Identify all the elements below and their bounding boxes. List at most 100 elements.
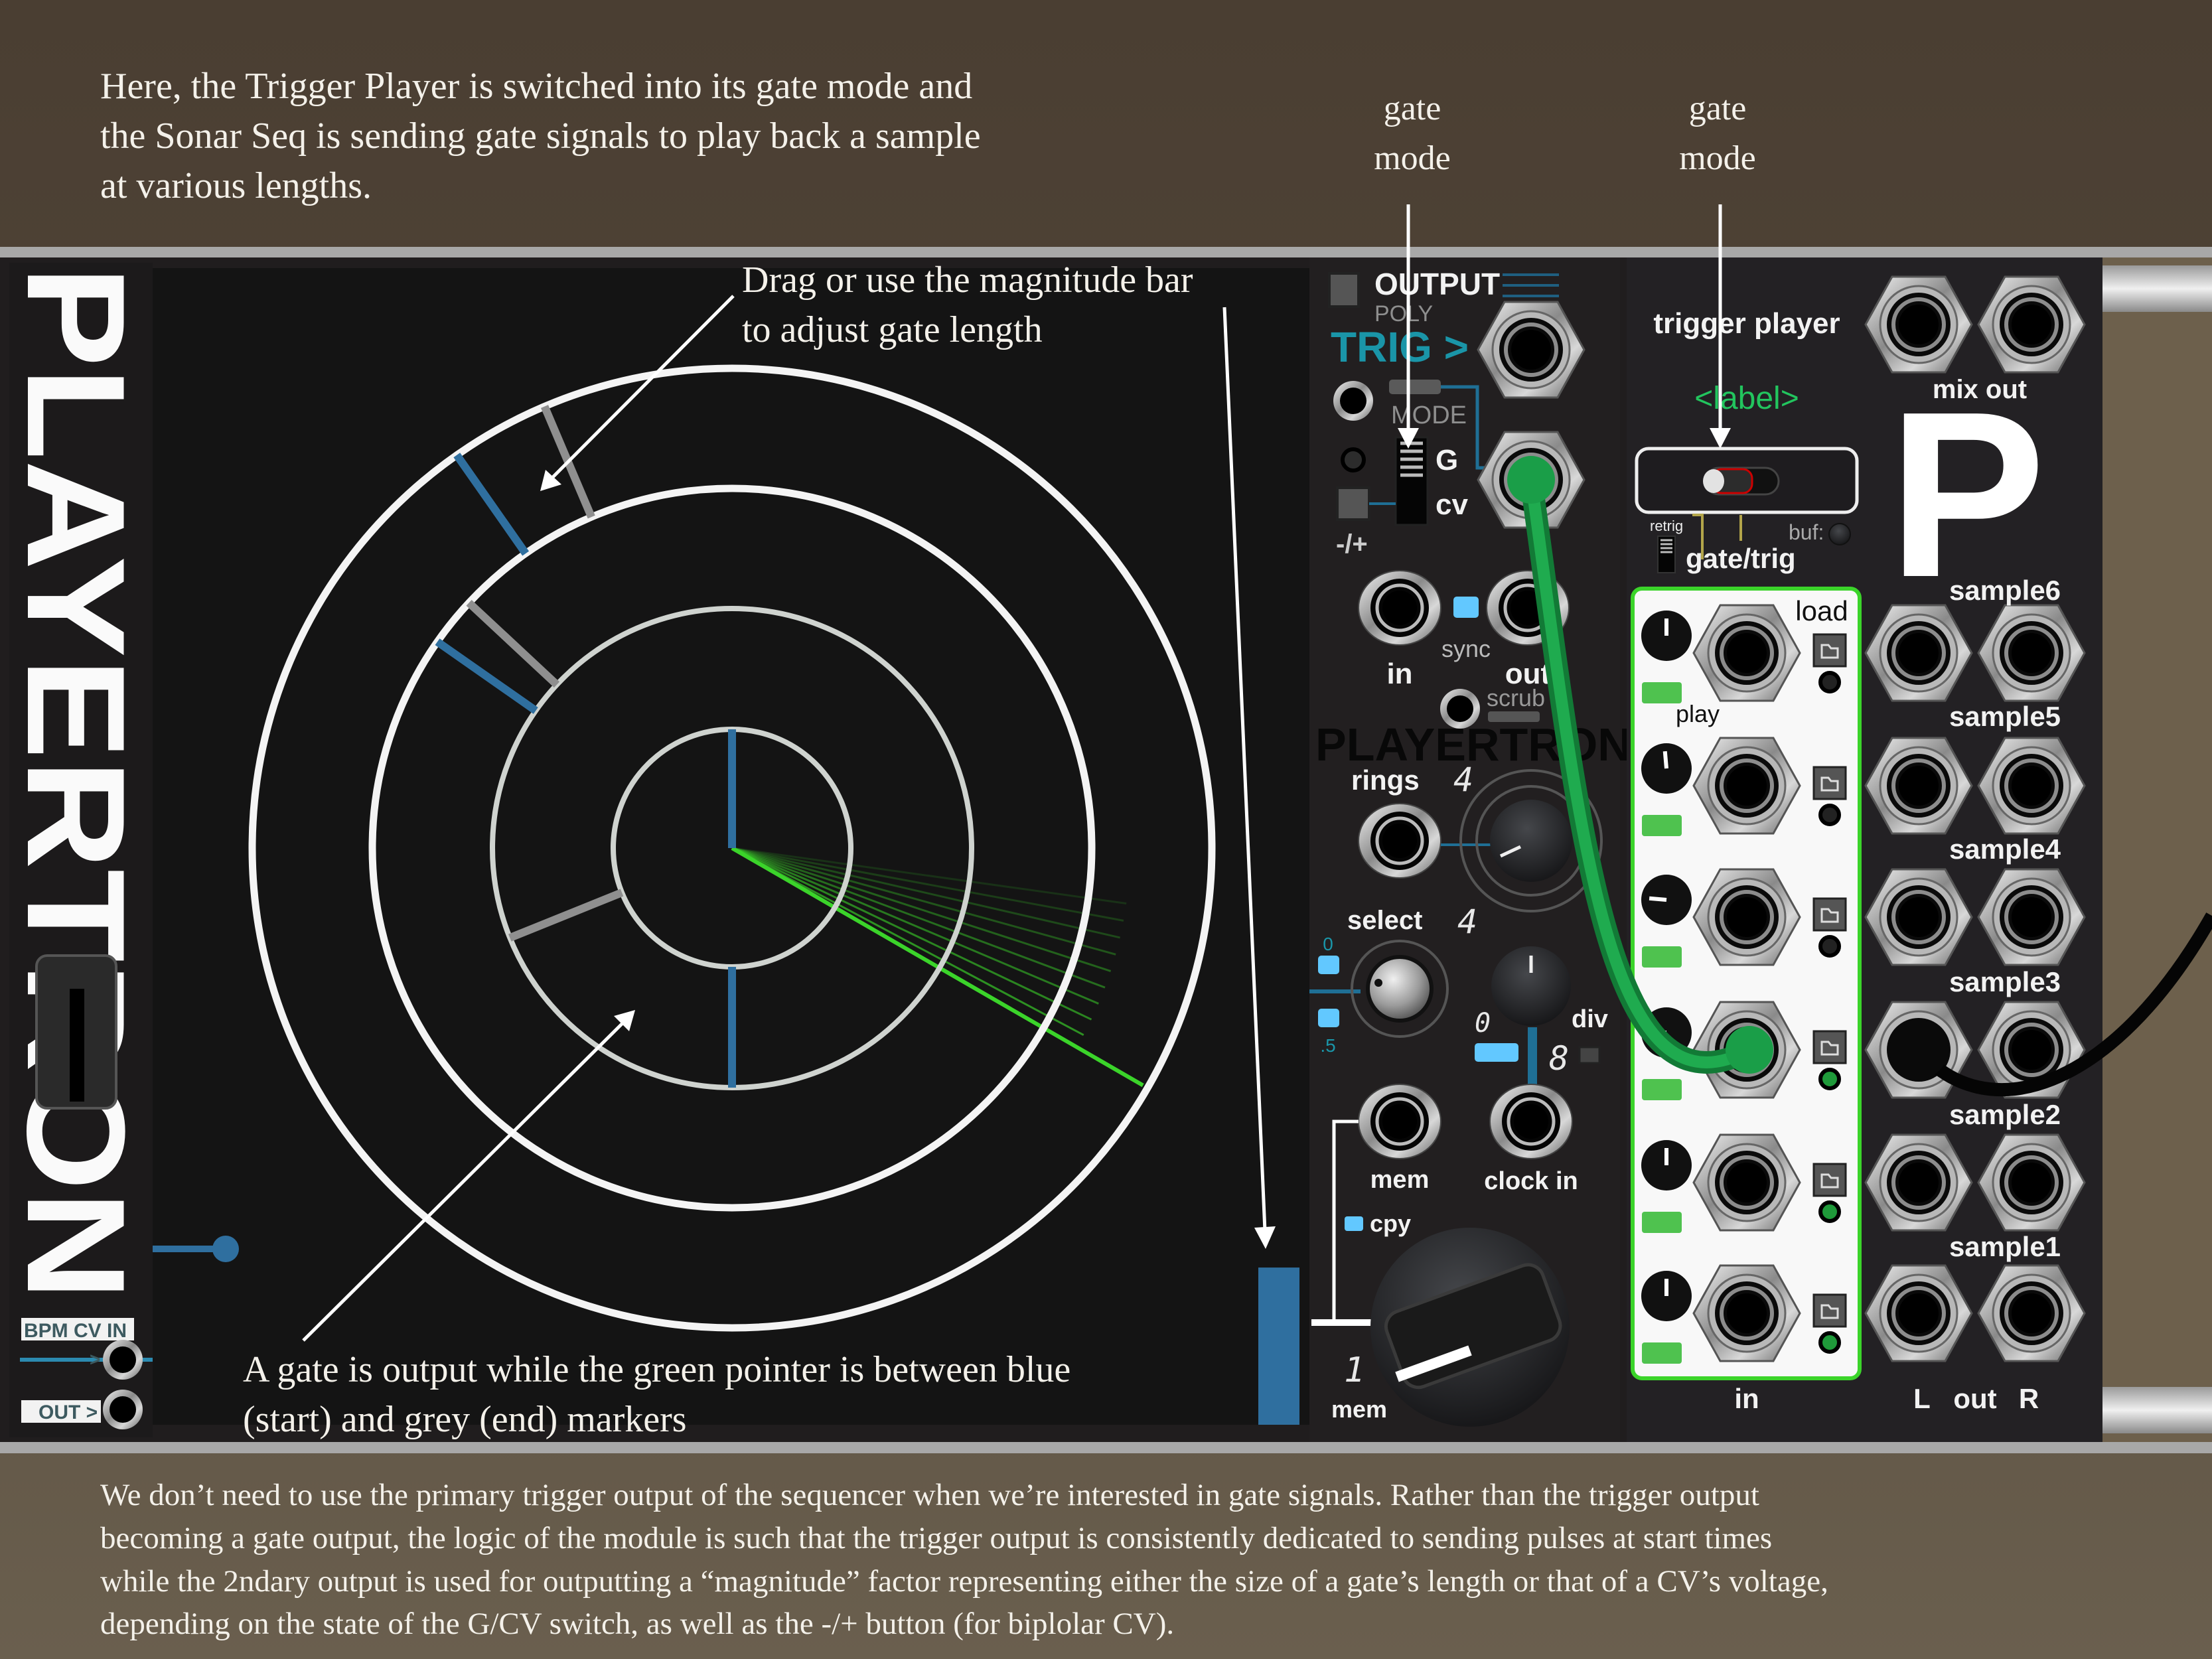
play-button[interactable]: [1642, 1342, 1682, 1364]
activity-led: [1818, 1068, 1841, 1090]
bpm-cv-in-jack[interactable]: [103, 1340, 143, 1380]
bottom-rail: [0, 1442, 2212, 1453]
pointer-trail: [731, 847, 1112, 972]
gate-start-marker[interactable]: [435, 638, 538, 714]
trigger-player-panel: trigger player mix out <label> retrig bu…: [1627, 257, 2102, 1442]
play-button[interactable]: [1642, 1212, 1682, 1233]
bpm-cv-in-label: BPM CV IN: [24, 1320, 127, 1342]
range-half-button[interactable]: [1318, 1009, 1339, 1027]
gate-mode-annotation: mode: [1374, 139, 1451, 177]
clock-in-label: clock in: [1484, 1167, 1578, 1195]
gate-end-marker[interactable]: [466, 599, 560, 688]
sonar-display[interactable]: [153, 268, 1309, 1425]
load-folder-icon[interactable]: [1812, 1163, 1847, 1197]
retrig-label: retrig: [1650, 518, 1683, 534]
play-button[interactable]: [1642, 1079, 1682, 1100]
activity-led: [1818, 804, 1841, 826]
load-folder-icon[interactable]: [1812, 1030, 1847, 1064]
out-label: out: [1953, 1383, 1996, 1414]
range-zero-button[interactable]: [1318, 956, 1339, 974]
reset-jack[interactable]: [1333, 381, 1373, 421]
pointer-trail: [731, 847, 1124, 922]
drag-hint-annotation: Drag or use the magnitude bar: [742, 259, 1193, 301]
sequencer-ring[interactable]: [248, 364, 1216, 1332]
offset-button[interactable]: [1475, 1043, 1518, 1062]
rings-cv-jack[interactable]: [1359, 804, 1441, 878]
sample-label: sample3: [1949, 966, 2061, 997]
retrig-switch[interactable]: [1657, 536, 1676, 573]
rings-label: rings: [1351, 764, 1420, 796]
play-button[interactable]: [1642, 682, 1682, 703]
playertron-left-strip: PLAYERTRON BPM CV IN > OUT >: [0, 263, 154, 1437]
div-button[interactable]: [1578, 1046, 1601, 1064]
sample-label: sample1: [1949, 1231, 2061, 1262]
rings-group: [248, 364, 1216, 1332]
footer-line: We don’t need to use the primary trigger…: [100, 1478, 1759, 1512]
intro-annotation: Here, the Trigger Player is switched int…: [100, 66, 981, 206]
out-label: OUT >: [38, 1402, 98, 1423]
mem-cv-jack[interactable]: [1359, 1084, 1441, 1159]
bpm-slider-dot[interactable]: [212, 1236, 239, 1262]
output-label: OUTPUT: [1374, 267, 1500, 301]
pointer-trail: [731, 847, 1116, 956]
load-folder-icon[interactable]: [1812, 766, 1847, 800]
buf-knob[interactable]: [1828, 523, 1851, 545]
custom-label[interactable]: <label>: [1694, 381, 1799, 416]
magnitude-bar[interactable]: [1258, 1267, 1299, 1425]
activity-led: [1818, 935, 1841, 958]
load-folder-icon[interactable]: [1812, 897, 1847, 932]
sync-in-jack[interactable]: [1359, 571, 1441, 645]
rings-knob[interactable]: [1490, 800, 1572, 882]
sample-label: sample2: [1949, 1099, 2061, 1130]
status-led: [1341, 447, 1366, 472]
activity-led: [1818, 1200, 1841, 1223]
intro-line: at various lengths.: [100, 165, 372, 206]
trigger-player-title: trigger player: [1653, 307, 1840, 340]
load-label: load: [1795, 595, 1848, 626]
top-rail: [0, 247, 2212, 257]
scrub-slider[interactable]: [1488, 711, 1540, 722]
black-patch-cable[interactable]: [1913, 912, 2212, 1096]
switch-grip-icon: [1400, 441, 1423, 477]
range-zero-label: 0: [1323, 934, 1333, 954]
clock-div-knob[interactable]: [1491, 946, 1571, 1026]
mem-value-display: 1: [1344, 1350, 1364, 1390]
mem-knob-label: mem: [1331, 1396, 1387, 1423]
load-folder-icon[interactable]: [1812, 633, 1847, 668]
copy-button[interactable]: [1345, 1216, 1363, 1231]
footer-line: while the 2ndary output is used for outp…: [100, 1564, 1828, 1599]
sync-label: sync: [1441, 635, 1491, 662]
sync-led: [1453, 597, 1479, 618]
playertron-vertical-logo: PLAYERTRON: [0, 265, 154, 1301]
select-knob[interactable]: [1366, 955, 1434, 1023]
activity-led: [1818, 1331, 1841, 1354]
select-value-display: 4: [1457, 902, 1477, 941]
mode-slider[interactable]: [1389, 380, 1441, 394]
gate-trig-label: gate/trig: [1686, 543, 1796, 574]
gate-start-marker[interactable]: [453, 453, 530, 556]
pointer-trail: [731, 847, 1127, 904]
sample-label: sample6: [1949, 575, 2061, 606]
footer-annotation: We don’t need to use the primary trigger…: [100, 1478, 1828, 1641]
trig-label: TRIG >: [1331, 323, 1469, 371]
pointer-hint-annotation: (start) and grey (end) markers: [243, 1399, 687, 1440]
clock-in-jack[interactable]: [1490, 1084, 1572, 1159]
activity-led: [1818, 671, 1841, 693]
poly-label: POLY: [1374, 301, 1433, 326]
load-folder-icon[interactable]: [1812, 1293, 1847, 1328]
bipolar-button[interactable]: [1336, 486, 1370, 521]
select-label: select: [1347, 906, 1422, 935]
pointer-trail: [731, 847, 1084, 1037]
mix-out-label: mix out: [1933, 375, 2027, 404]
gate-mode-annotation: gate: [1689, 90, 1747, 127]
sample-label: sample4: [1949, 833, 2061, 865]
poly-button[interactable]: [1328, 272, 1360, 308]
mode-label: MODE: [1391, 401, 1467, 429]
gate-end-marker[interactable]: [508, 889, 624, 942]
rings-value-display: 4: [1453, 760, 1473, 799]
play-button[interactable]: [1642, 815, 1682, 836]
clock-out-jack[interactable]: [103, 1390, 143, 1429]
sequencer-ring[interactable]: [368, 484, 1096, 1212]
play-button[interactable]: [1642, 946, 1682, 968]
drag-hint-annotation: to adjust gate length: [742, 309, 1043, 350]
